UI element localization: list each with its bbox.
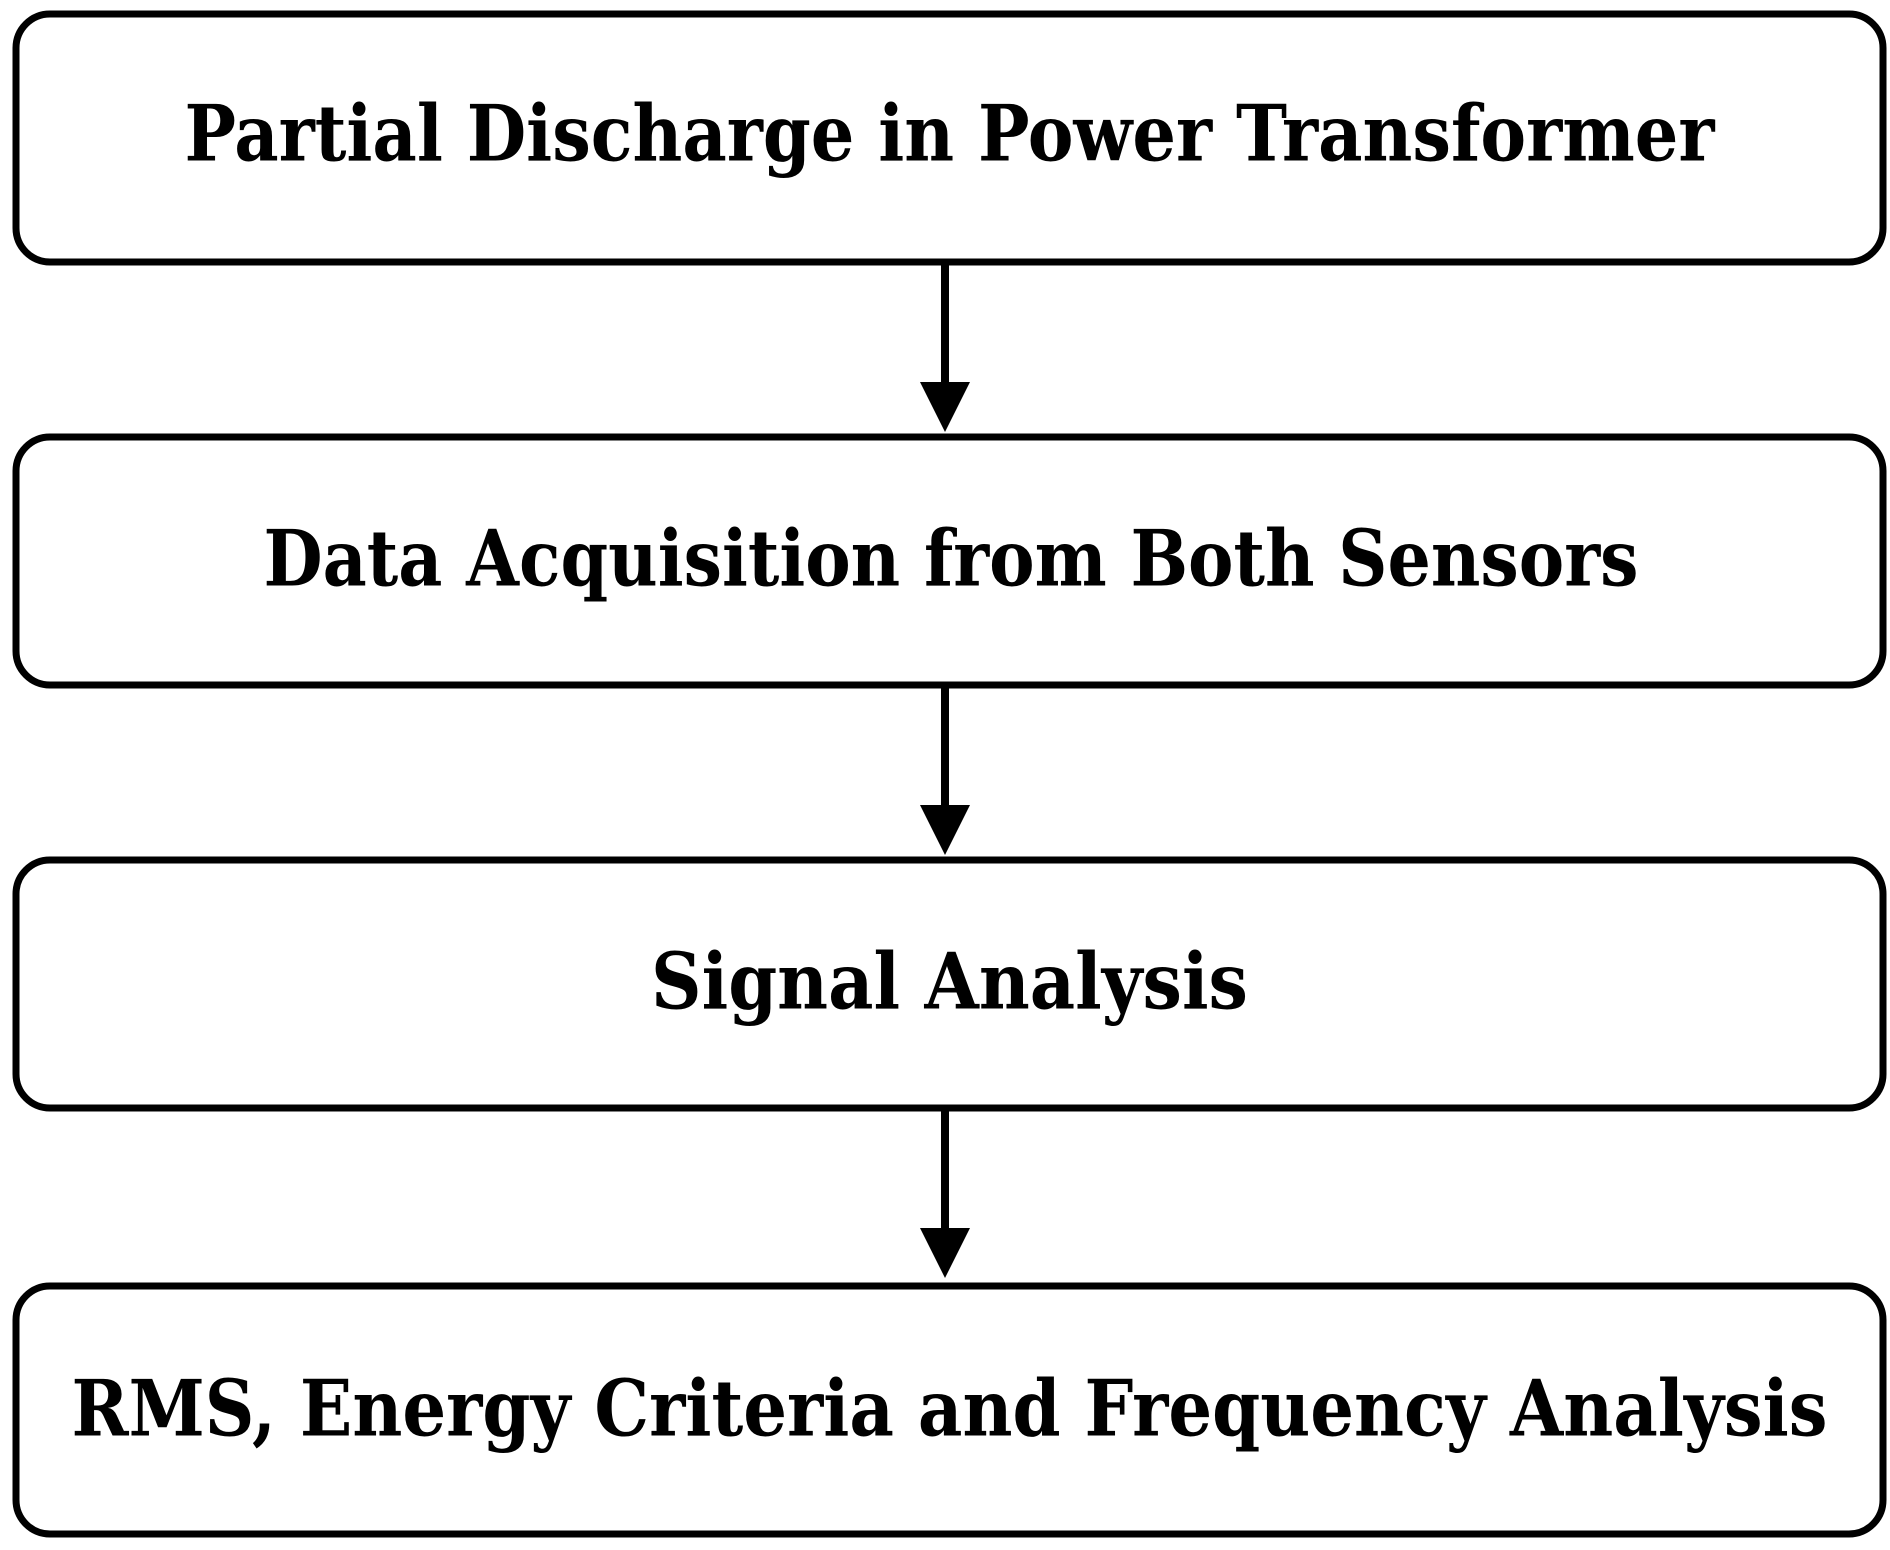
arrow-3-head [920, 1228, 970, 1278]
arrow-1-head [920, 382, 970, 432]
step-box-1: Partial Discharge in Power Transformer [12, 10, 1887, 266]
step-box-4: RMS, Energy Criteria and Frequency Analy… [12, 1282, 1887, 1538]
arrow-1 [920, 262, 970, 432]
step-box-2: Data Acquisition from Both Sensors [12, 433, 1887, 689]
arrow-2 [920, 685, 970, 855]
step-box-2-frame [12, 433, 1887, 689]
step-box-2-label: Data Acquisition from Both Sensors [264, 514, 1639, 605]
step-box-3: Signal Analysis [12, 856, 1887, 1112]
step-box-3-frame [12, 856, 1887, 1112]
step-box-1-frame [12, 10, 1887, 266]
step-box-1-label: Partial Discharge in Power Transformer [185, 89, 1716, 180]
arrow-2-head [920, 805, 970, 855]
step-box-4-frame [12, 1282, 1887, 1538]
arrow-3 [920, 1108, 970, 1278]
step-box-3-label: Signal Analysis [651, 937, 1248, 1028]
step-box-4-label: RMS, Energy Criteria and Frequency Analy… [72, 1364, 1828, 1455]
